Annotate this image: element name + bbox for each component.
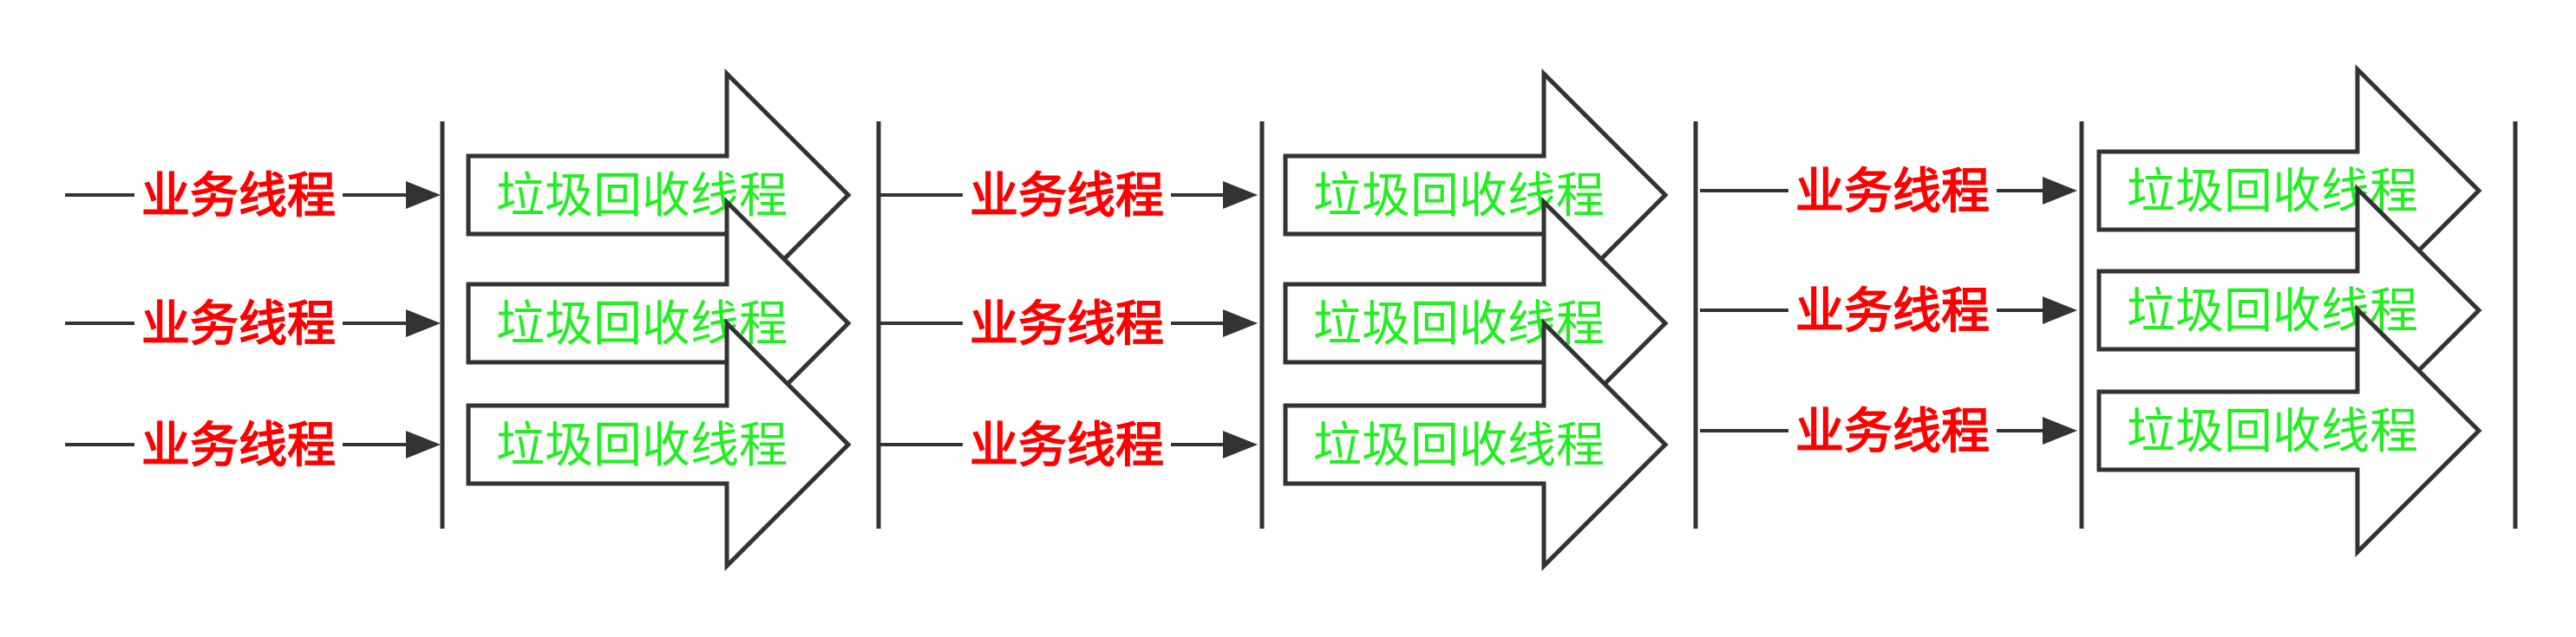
safepoint-dividers — [440, 121, 2518, 529]
thread-row: 业务线程 — [1700, 283, 2077, 340]
business-thread-label: 业务线程 — [970, 418, 1164, 474]
diagram-content: 业务线程业务线程业务线程垃圾回收线程垃圾回收线程垃圾回收线程业务线程业务线程业务… — [65, 63, 2482, 572]
business-thread-label-bg — [134, 167, 343, 223]
gc-arrow-shape — [2096, 303, 2482, 558]
business-thread-label-bg — [1788, 163, 1997, 218]
thread-row: 业务线程 — [65, 417, 441, 474]
gc-thread-label: 垃圾回收线程 — [1313, 418, 1605, 474]
business-thread-arrowhead — [2043, 177, 2077, 205]
business-thread-arrowhead — [2043, 296, 2077, 324]
business-thread-label: 业务线程 — [141, 296, 336, 353]
business-thread-label: 业务线程 — [141, 168, 336, 224]
business-thread-arrowhead — [1223, 309, 1258, 337]
gc-arrow-shape — [1283, 317, 1669, 572]
business-thread-arrowhead — [2043, 417, 2077, 445]
business-thread-label: 业务线程 — [141, 418, 336, 474]
thread-row: 业务线程 — [880, 417, 1258, 474]
business-thread-arrowhead — [406, 309, 441, 337]
business-thread-arrowhead — [406, 431, 441, 458]
business-thread-label-bg — [134, 417, 343, 472]
business-thread-label: 业务线程 — [1795, 404, 1990, 460]
business-thread-label-bg — [1788, 283, 1997, 338]
business-thread-arrowhead — [1223, 431, 1258, 458]
thread-row: 业务线程 — [1700, 163, 2077, 220]
thread-row: 业务线程 — [65, 296, 441, 353]
thread-row: 业务线程 — [880, 296, 1258, 353]
business-thread-arrowhead — [406, 181, 441, 209]
business-thread-label: 业务线程 — [970, 168, 1164, 224]
business-thread-label-bg — [1788, 403, 1997, 458]
gc-thread-arrow: 垃圾回收线程 — [2096, 303, 2482, 558]
business-thread-label-bg — [963, 417, 1171, 472]
gc-thread-label: 垃圾回收线程 — [496, 418, 788, 474]
thread-row: 业务线程 — [880, 167, 1258, 224]
business-thread-label-bg — [963, 167, 1171, 223]
gc-thread-arrow: 垃圾回收线程 — [466, 317, 852, 572]
business-thread-label-bg — [963, 296, 1171, 351]
thread-row: 业务线程 — [65, 167, 441, 224]
gc-thread-arrow: 垃圾回收线程 — [1283, 317, 1669, 572]
gc-thread-label: 垃圾回收线程 — [2127, 404, 2418, 460]
business-thread-arrowhead — [1223, 181, 1258, 209]
business-thread-label: 业务线程 — [1795, 164, 1990, 220]
thread-row: 业务线程 — [1700, 403, 2077, 460]
gc-arrow-shape — [466, 317, 852, 572]
business-thread-label: 业务线程 — [1795, 283, 1990, 340]
business-thread-label-bg — [134, 296, 343, 351]
business-thread-label: 业务线程 — [970, 296, 1164, 353]
